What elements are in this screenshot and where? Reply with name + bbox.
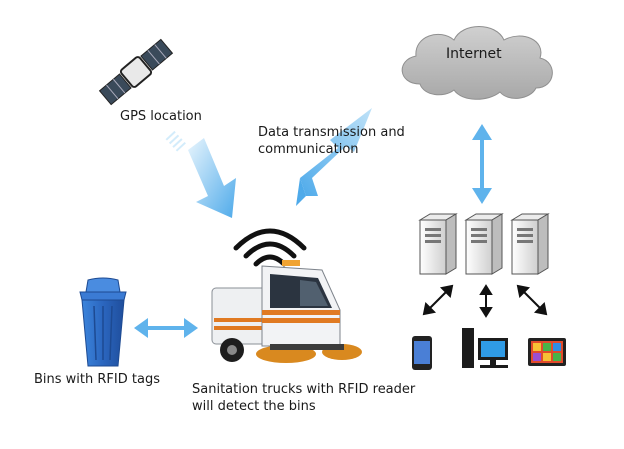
truck-label: Sanitation trucks with RFID reader will … [192, 381, 415, 415]
gps-location-label: GPS location [120, 109, 202, 124]
trash-bin-icon [79, 277, 127, 367]
server-icon [418, 213, 550, 275]
gps-arrow [165, 130, 236, 218]
data-transmission-label-line2: communication [258, 142, 359, 157]
bins-label: Bins with RFID tags [34, 372, 160, 387]
truck-label-line2: will detect the bins [192, 399, 316, 414]
data-transmission-label-line1: Data transmission and [258, 125, 405, 140]
tablet-icon [528, 338, 566, 366]
cloud-icon [401, 26, 553, 100]
satellite-icon [98, 38, 174, 106]
internet-server-arrow [472, 124, 492, 204]
desktop-computer-icon [462, 328, 508, 368]
truck-label-line1: Sanitation trucks with RFID reader [192, 382, 416, 397]
smartphone-icon [412, 336, 432, 370]
signal-waves-icon [233, 228, 307, 275]
internet-label: Internet [446, 46, 502, 62]
truck-icon [211, 260, 362, 363]
data-transmission-arrow [296, 108, 372, 206]
data-transmission-label: Data transmission and communication [258, 124, 405, 158]
device-arrows [422, 284, 548, 318]
bin-truck-arrow [134, 318, 198, 338]
